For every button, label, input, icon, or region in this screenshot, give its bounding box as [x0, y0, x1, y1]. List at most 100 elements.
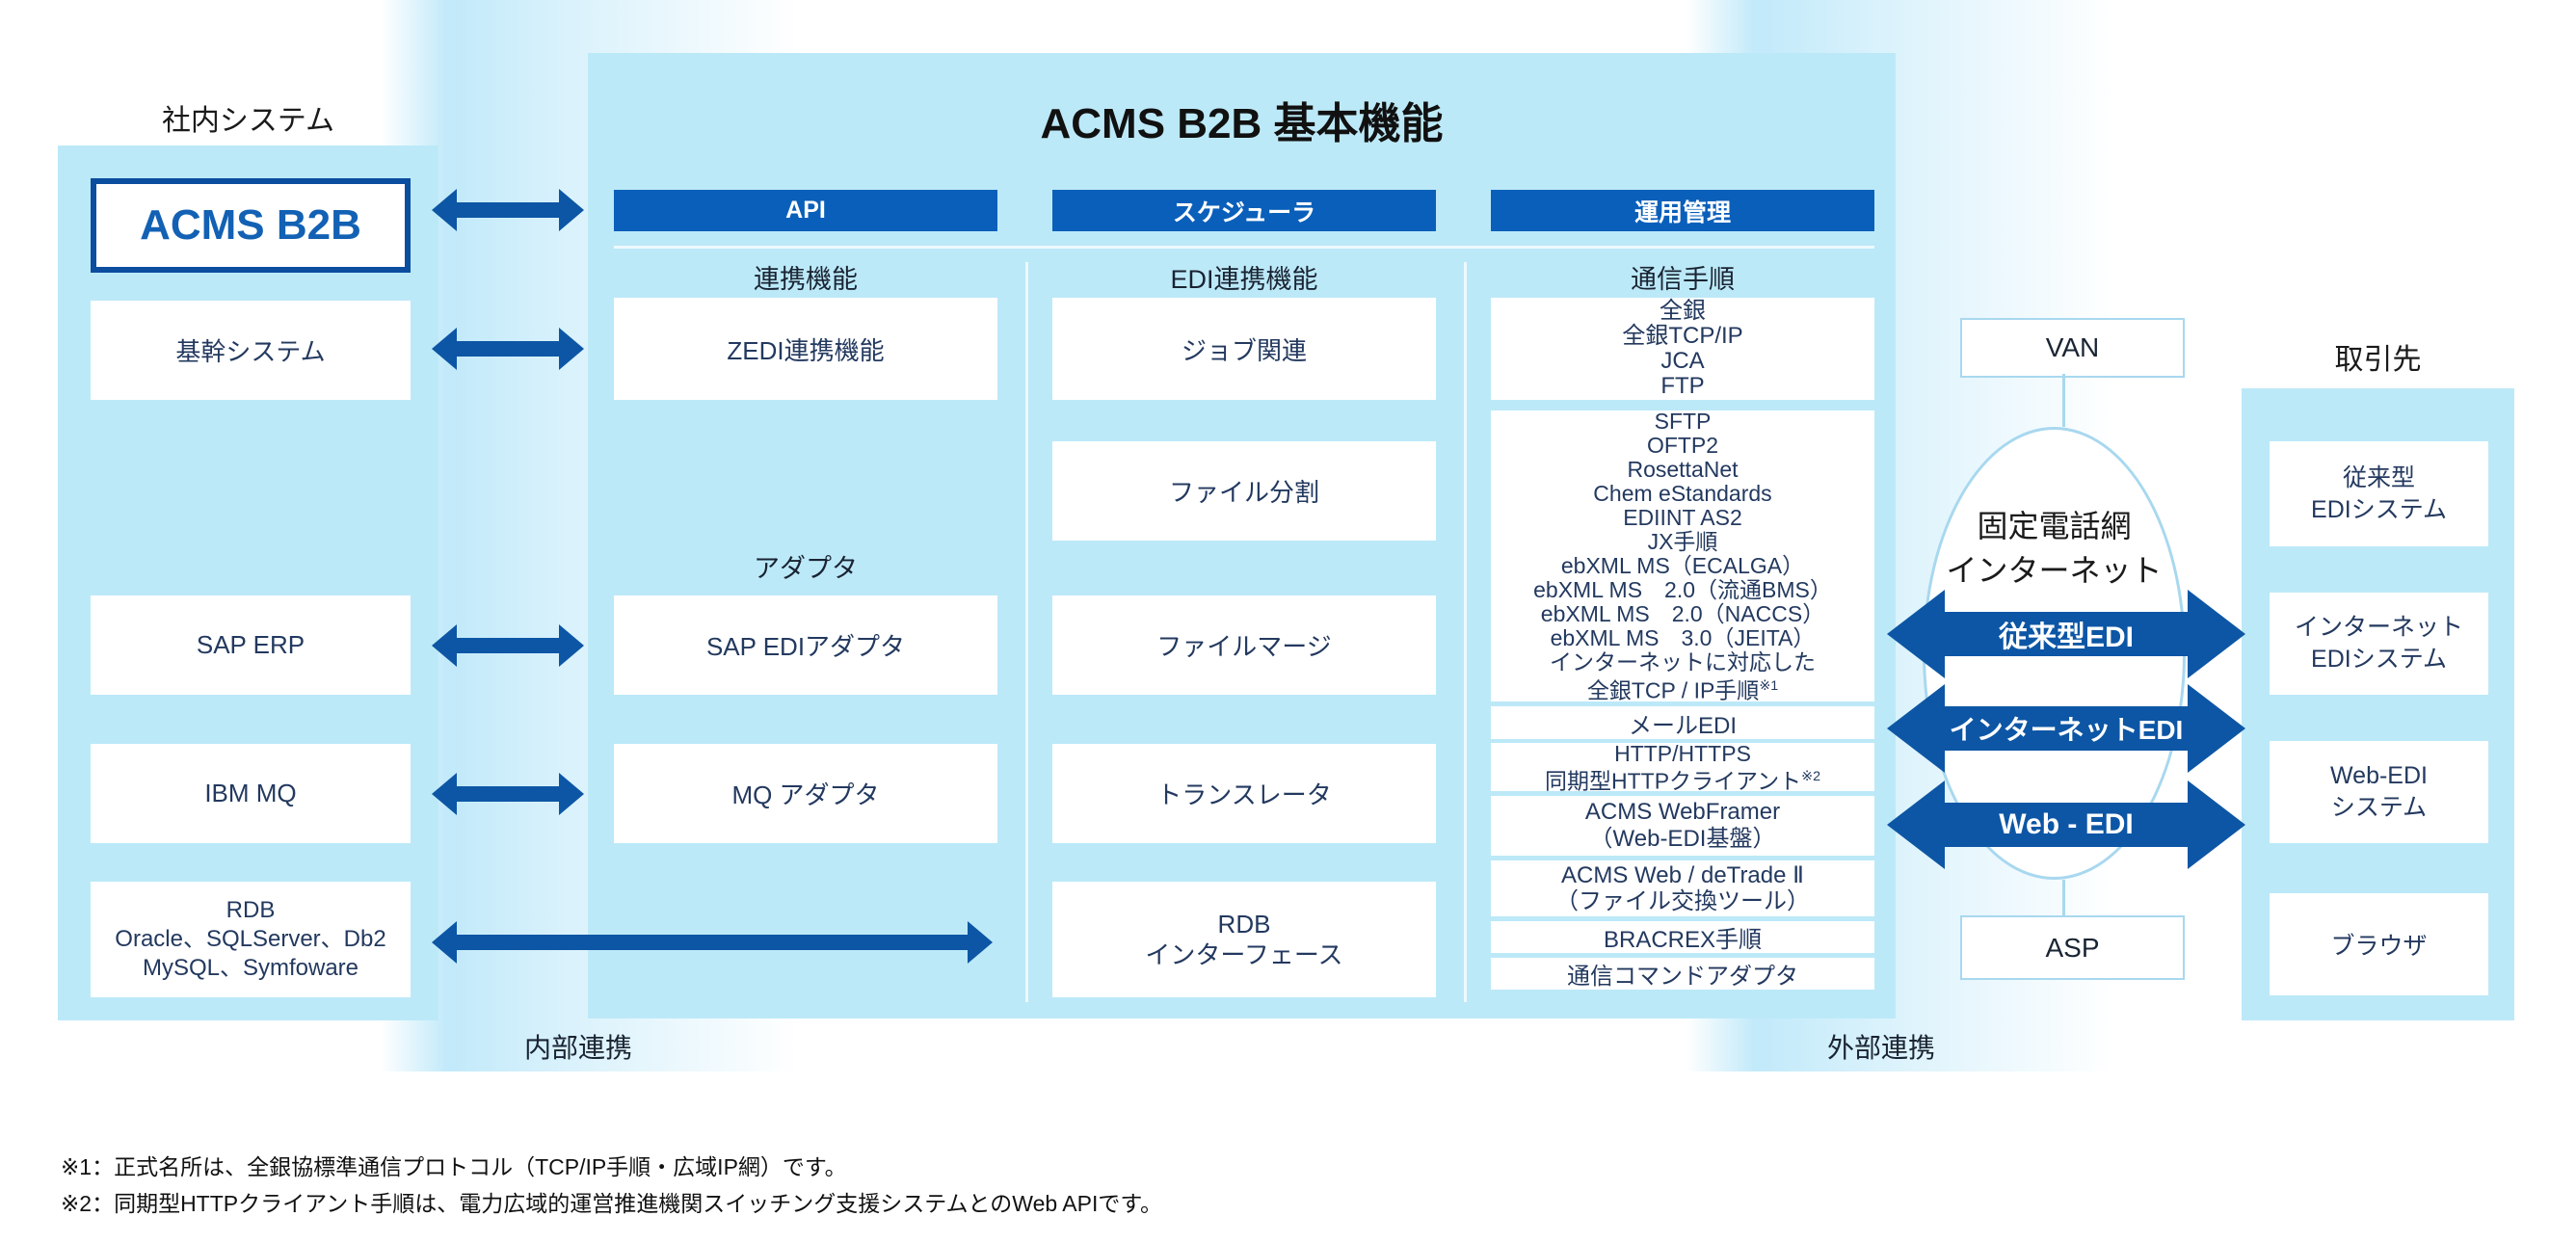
comm-legacy-box: 全銀 全銀TCP/IP JCA FTP: [1491, 298, 1874, 400]
legacy-edi-system-box: 従来型 EDIシステム: [2270, 441, 2488, 546]
ibm-mq-box: IBM MQ: [91, 744, 411, 843]
comm-rosettanet: RosettaNet: [1627, 456, 1739, 482]
comm-ebxml-ecalga: ebXML MS（ECALGA）: [1560, 552, 1805, 578]
core-title: ACMS B2B 基本機能: [1040, 100, 1444, 147]
browser-label: ブラウザ: [2330, 933, 2428, 960]
http-client-text: 同期型HTTPクライアント: [1544, 768, 1802, 794]
web-edi-label: Web - EDI: [1999, 808, 2134, 840]
arrow-backbone-core: [432, 327, 584, 371]
column-divider-2: [1464, 262, 1467, 1002]
web-edi-system-box: Web-EDI システム: [2270, 741, 2488, 843]
detrade-line2: （ファイル交換ツール）: [1555, 888, 1810, 914]
legacy-edi-label: 従来型EDI: [1998, 622, 2134, 653]
file-split-label: ファイル分割: [1168, 478, 1319, 507]
asp-box: ASP: [1960, 915, 2185, 980]
column-divider-1: [1025, 262, 1028, 1002]
van-label: VAN: [2045, 332, 2100, 362]
comm-oftp2: OFTP2: [1646, 432, 1719, 458]
arrow-internet-edi: インターネットEDI: [1887, 684, 2245, 773]
job-related-label: ジョブ関連: [1181, 335, 1307, 365]
command-adapter-row: 通信コマンドアダプタ: [1491, 958, 1874, 990]
internet-edi-system-box: インターネット EDIシステム: [2270, 593, 2488, 695]
comm-internet-zengin-line2: 全銀TCP / IP手順※1: [1587, 674, 1778, 703]
file-split-box: ファイル分割: [1052, 441, 1436, 541]
note1-ref: ※1: [1759, 677, 1779, 694]
file-merge-label: ファイルマージ: [1156, 632, 1332, 661]
rdb-box: RDB Oracle、SQLServer、Db2 MySQL、Symfoware: [91, 882, 411, 997]
comm-internet-zengin-line1: インターネットに対応した: [1550, 648, 1816, 674]
comm-internet-zengin-text: 全銀TCP / IP手順: [1586, 677, 1760, 703]
comm-jca: JCA: [1660, 348, 1705, 374]
section-comm-procedures: 通信手順: [1631, 265, 1735, 294]
comm-internet-box: SFTP OFTP2 RosettaNet Chem eStandards ED…: [1491, 408, 1874, 703]
comm-jx: JX手順: [1647, 528, 1718, 554]
http-line1: HTTP/HTTPS: [1614, 740, 1751, 766]
asp-connector: [2062, 880, 2065, 915]
network-line1: 固定電話網: [1977, 509, 2132, 543]
partner-title: 取引先: [2334, 344, 2422, 376]
section-link-functions: 連携機能: [754, 265, 858, 294]
backbone-system-label: 基幹システム: [175, 337, 326, 366]
rdb-interface-line1: RDB: [1217, 910, 1271, 939]
sap-edi-adapter-box: SAP EDIアダプタ: [614, 595, 997, 695]
van-box: VAN: [1960, 318, 2185, 378]
comm-ediint-as2: EDIINT AS2: [1623, 504, 1742, 530]
sap-erp-label: SAP ERP: [196, 630, 305, 659]
arrow-legacy-edi: 従来型EDI: [1887, 590, 2245, 678]
browser-box: ブラウザ: [2270, 893, 2488, 995]
translator-box: トランスレータ: [1052, 744, 1436, 843]
sap-erp-box: SAP ERP: [91, 595, 411, 695]
ibm-mq-label: IBM MQ: [204, 779, 297, 807]
rdb-interface-box: RDB インターフェース: [1052, 882, 1436, 997]
mq-adapter-box: MQ アダプタ: [614, 744, 997, 843]
internal-link-label: 内部連携: [523, 1033, 632, 1063]
bracrex-row: BRACREX手順: [1491, 921, 1874, 953]
comm-zengin-tcpip: 全銀TCP/IP: [1622, 323, 1743, 349]
comm-sftp: SFTP: [1654, 408, 1712, 434]
external-link-label: 外部連携: [1826, 1033, 1935, 1063]
zedi-link-box: ZEDI連携機能: [614, 298, 997, 400]
file-merge-box: ファイルマージ: [1052, 595, 1436, 695]
mq-adapter-label: MQ アダプタ: [731, 780, 880, 809]
command-adapter-label: 通信コマンドアダプタ: [1567, 964, 1798, 990]
legacy-edi-system-line1: 従来型: [2342, 463, 2415, 491]
internet-edi-label: インターネットEDI: [1949, 715, 2184, 745]
acms-b2b-box: ACMS B2B: [91, 178, 411, 273]
comm-ftp: FTP: [1660, 373, 1705, 399]
bracrex-label: BRACREX手順: [1603, 927, 1763, 953]
comm-zengin: 全銀: [1660, 298, 1706, 324]
rdb-interface-line2: インターフェース: [1145, 940, 1343, 969]
rdb-line1: RDB: [226, 897, 276, 923]
header-api: API: [614, 190, 997, 231]
backbone-system-box: 基幹システム: [91, 301, 411, 400]
comm-chem-estandards: Chem eStandards: [1593, 480, 1772, 506]
detrade-row: ACMS Web / deTrade Ⅱ （ファイル交換ツール）: [1491, 860, 1874, 916]
internet-edi-system-line1: インターネット: [2294, 614, 2463, 641]
header-scheduler: スケジューラ: [1052, 190, 1436, 231]
asp-label: ASP: [2045, 932, 2100, 963]
internet-edi-system-line2: EDIシステム: [2311, 646, 2447, 673]
van-connector: [2062, 374, 2065, 427]
arrow-acms-core: [432, 188, 584, 232]
comm-ebxml-bms: ebXML MS 2.0（流通BMS）: [1533, 576, 1832, 602]
footnote-2: ※2：同期型HTTPクライアント手順は、電力広域的運営推進機関スイッチング支援シ…: [61, 1191, 1163, 1216]
job-related-box: ジョブ関連: [1052, 298, 1436, 400]
arrow-web-edi: Web - EDI: [1887, 780, 2245, 869]
network-label: 固定電話網 インターネット: [1923, 504, 2186, 593]
section-edi-functions: EDI連携機能: [1170, 265, 1318, 294]
footnote-1: ※1：正式名所は、全銀協標準通信プロトコル（TCP/IP手順・広域IP網）です。: [61, 1154, 847, 1179]
adapter-label: アダプタ: [754, 554, 858, 583]
note2-ref: ※2: [1801, 768, 1820, 784]
http-row: HTTP/HTTPS 同期型HTTPクライアント※2: [1491, 740, 1874, 793]
web-edi-system-line1: Web-EDI: [2330, 762, 2428, 789]
http-line2: 同期型HTTPクライアント※2: [1545, 765, 1820, 793]
comm-ebxml-naccs: ebXML MS 2.0（NACCS）: [1540, 600, 1825, 626]
rdb-line3: MySQL、Symfoware: [142, 955, 359, 981]
network-line2: インターネット: [1946, 553, 2163, 588]
arrow-sap-core: [432, 623, 584, 668]
internal-systems-panel: [58, 145, 438, 1020]
mail-edi-row: メールEDI: [1491, 706, 1874, 739]
detrade-line1: ACMS Web / deTrade Ⅱ: [1561, 862, 1804, 888]
zedi-link-label: ZEDI連携機能: [727, 335, 885, 365]
